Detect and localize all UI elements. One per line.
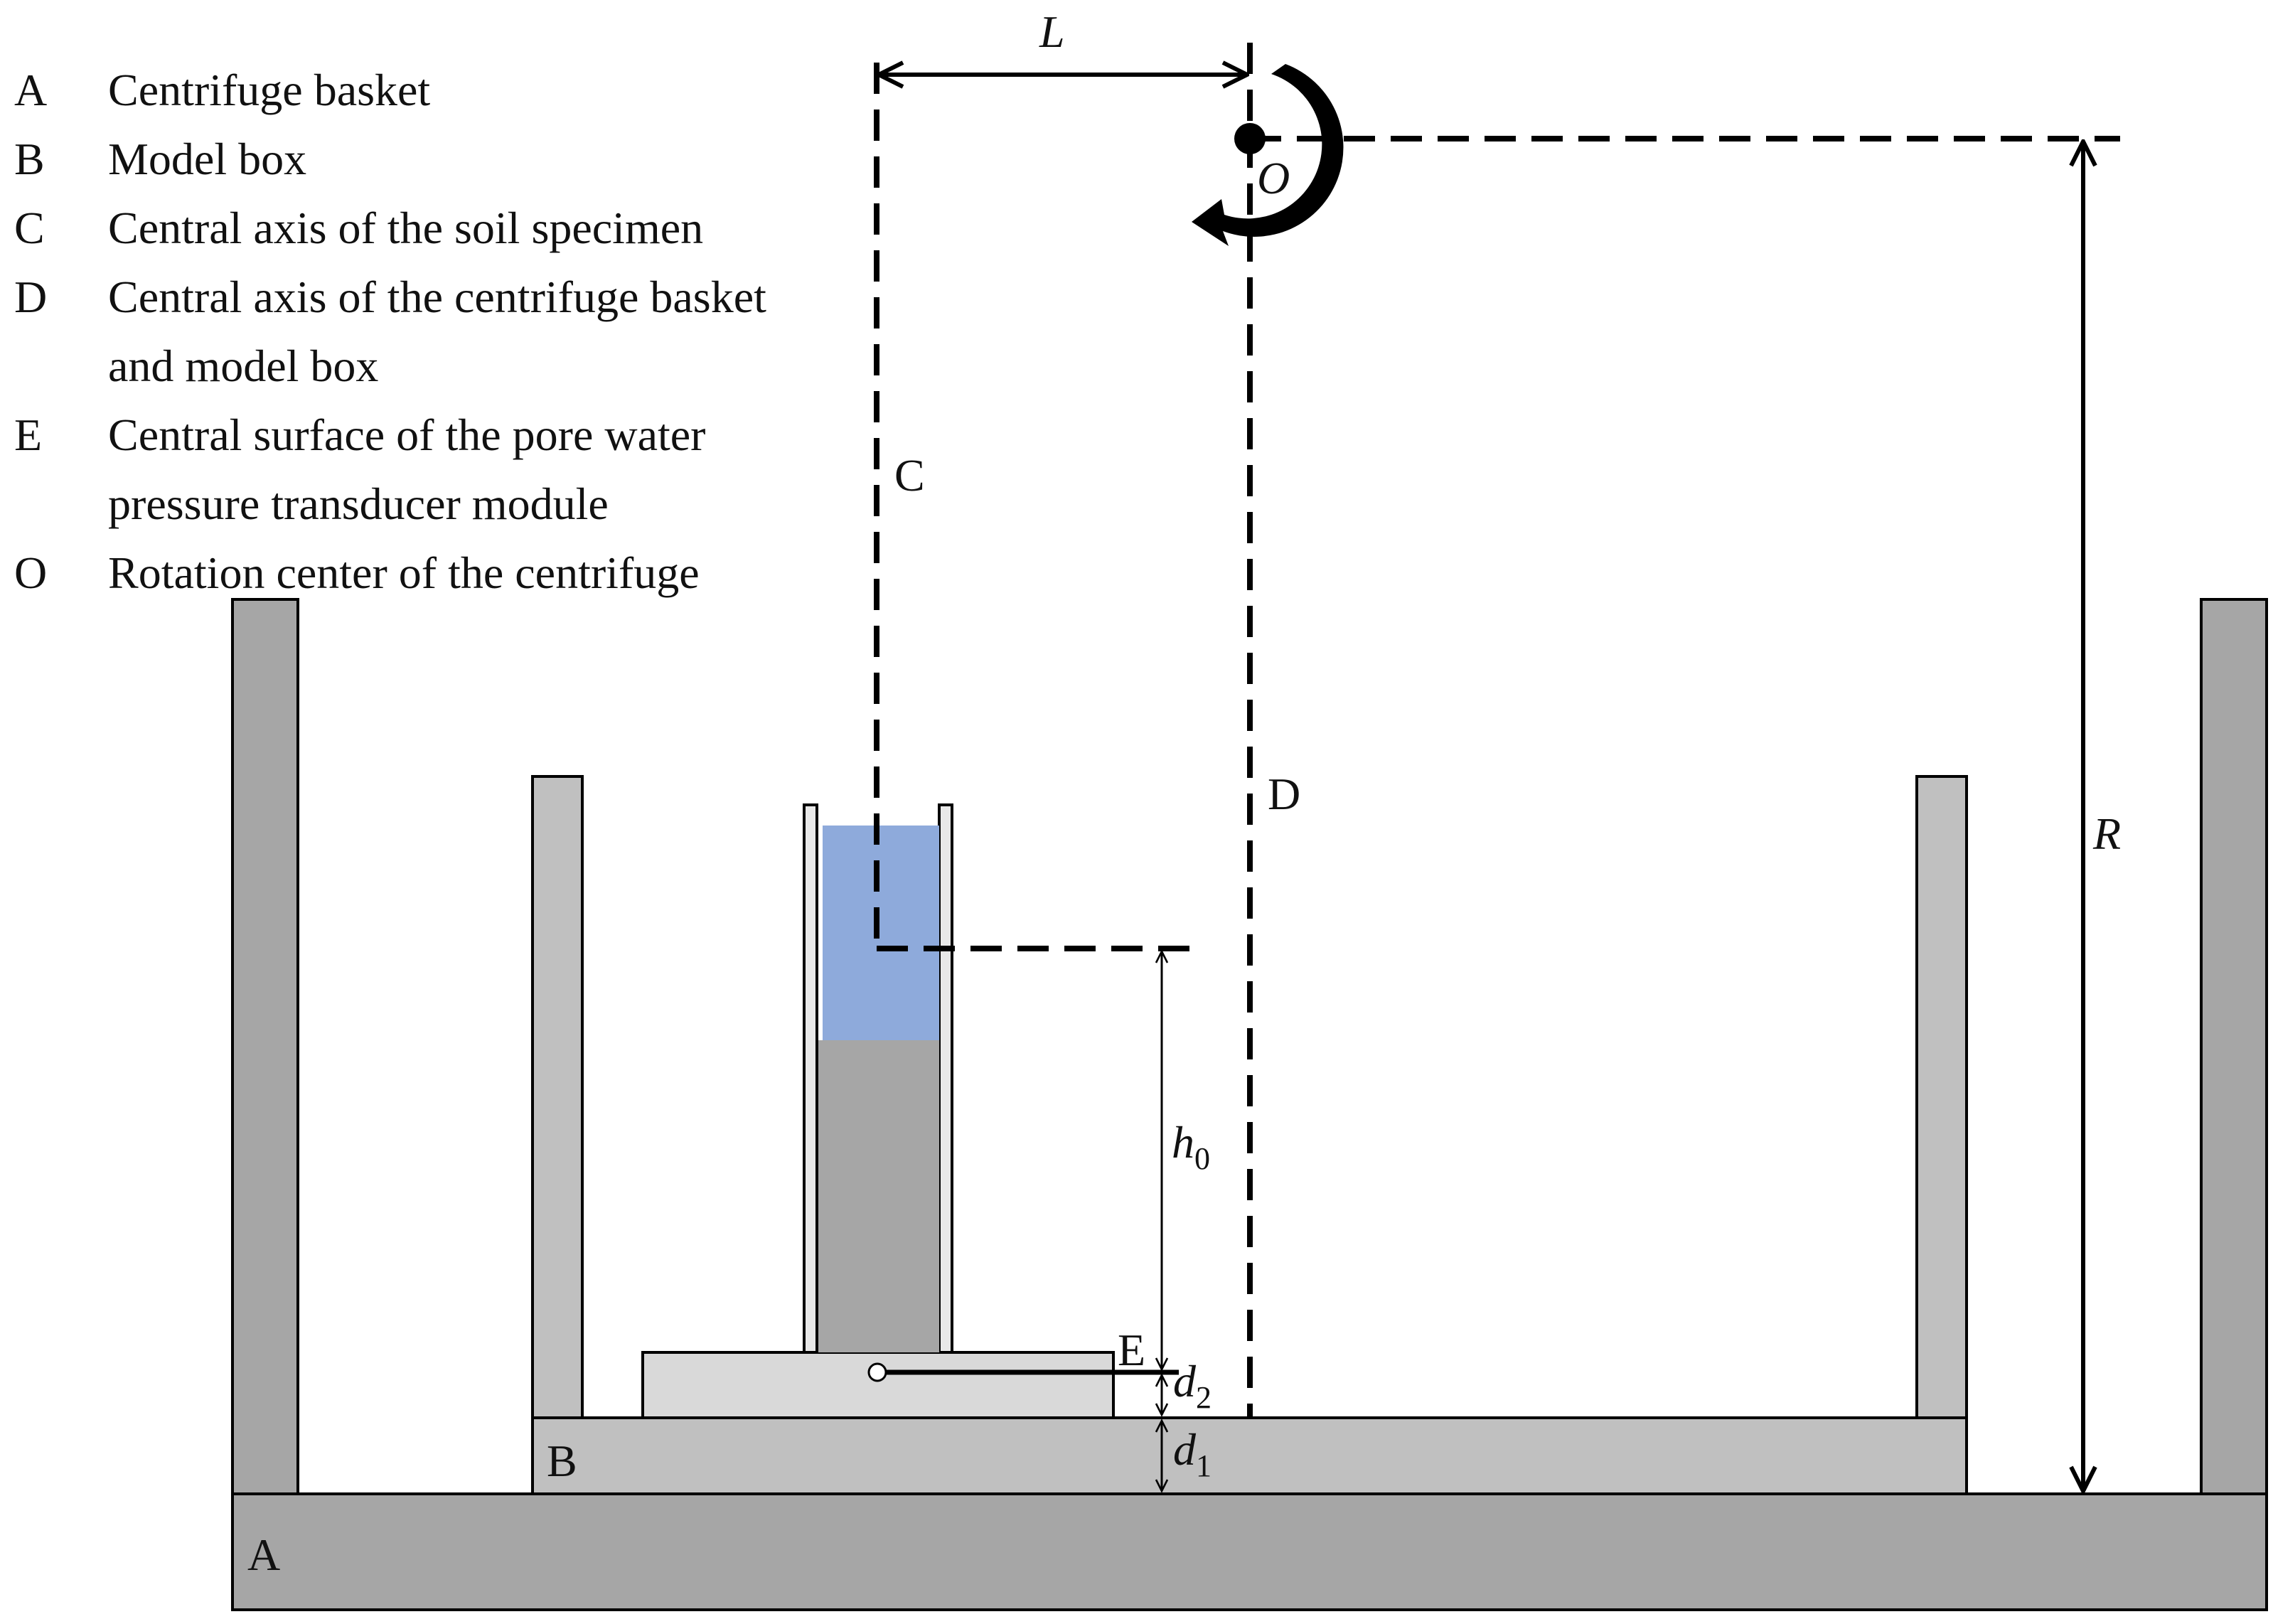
basket-floor (231, 1492, 2268, 1611)
legend-item-a: A Centrifuge basket (14, 55, 882, 124)
d2-base: d (1173, 1356, 1197, 1406)
d2-dimension-label: d2 (1173, 1356, 1212, 1415)
specimen-tube (803, 803, 953, 1354)
legend-item-e-continued: pressure transducer module (14, 469, 882, 538)
legend: A Centrifuge basket B Model box C Centra… (14, 55, 882, 607)
legend-text: Central axis of the soil specimen (108, 203, 704, 253)
h0-subscript: 0 (1194, 1141, 1210, 1176)
legend-text: pressure transducer module (108, 479, 609, 529)
centrifuge-basket (231, 598, 2268, 1611)
rotation-center-point (1234, 123, 1266, 154)
h0-base: h (1172, 1117, 1194, 1168)
transducer-module (641, 1351, 1115, 1419)
basket-left-wall (231, 598, 299, 1495)
dashed-guides (874, 43, 2120, 1418)
legend-key: A (14, 65, 48, 115)
legend-key: O (14, 547, 48, 598)
legend-text: Rotation center of the centrifuge (108, 547, 700, 598)
water-layer (823, 826, 939, 1040)
legend-item-b: B Model box (14, 124, 882, 193)
soil-specimen (818, 1040, 939, 1352)
model-box-left-wall (531, 775, 584, 1419)
basket-label: A (247, 1529, 280, 1580)
specimen-axis-label: C (894, 450, 925, 501)
legend-item-d-continued: and model box (14, 331, 882, 400)
legend-text: Centrifuge basket (108, 65, 431, 115)
basket-axis-label: D (1268, 769, 1300, 819)
legend-text: Central surface of the pore water (108, 410, 706, 460)
rotation-arrow-icon (1192, 64, 1344, 246)
transducer-sensor (867, 1362, 887, 1382)
rotation-center-label: O (1257, 153, 1290, 203)
model-box (531, 775, 1968, 1495)
rotation-symbol (1192, 64, 1344, 246)
legend-item-o: O Rotation center of the centrifuge (14, 538, 882, 607)
model-box-right-wall (1915, 775, 1968, 1419)
model-box-base (531, 1416, 1968, 1495)
legend-key: B (14, 134, 45, 184)
d1-subscript: 1 (1196, 1448, 1212, 1483)
legend-key: D (14, 272, 48, 322)
d1-dimension-label: d1 (1173, 1424, 1212, 1483)
legend-item-d: D Central axis of the centrifuge basket (14, 262, 882, 331)
model-box-label: B (547, 1436, 577, 1486)
basket-right-wall (2200, 598, 2268, 1495)
transducer-surface-label: E (1118, 1325, 1145, 1375)
legend-item-c: C Central axis of the soil specimen (14, 193, 882, 262)
h0-dimension-label: h0 (1172, 1117, 1210, 1176)
legend-text: Model box (108, 134, 307, 184)
r-dimension-label: R (2092, 808, 2121, 859)
tube-right-wall (938, 803, 953, 1354)
d2-subscript: 2 (1196, 1380, 1212, 1415)
tube-left-wall (803, 803, 818, 1354)
legend-text: Central axis of the centrifuge basket (108, 272, 766, 322)
d1-base: d (1173, 1424, 1197, 1475)
l-dimension-label: L (1039, 6, 1065, 57)
legend-key: E (14, 410, 43, 460)
legend-item-e: E Central surface of the pore water (14, 400, 882, 469)
legend-key: C (14, 203, 45, 253)
legend-text: and model box (108, 341, 379, 391)
